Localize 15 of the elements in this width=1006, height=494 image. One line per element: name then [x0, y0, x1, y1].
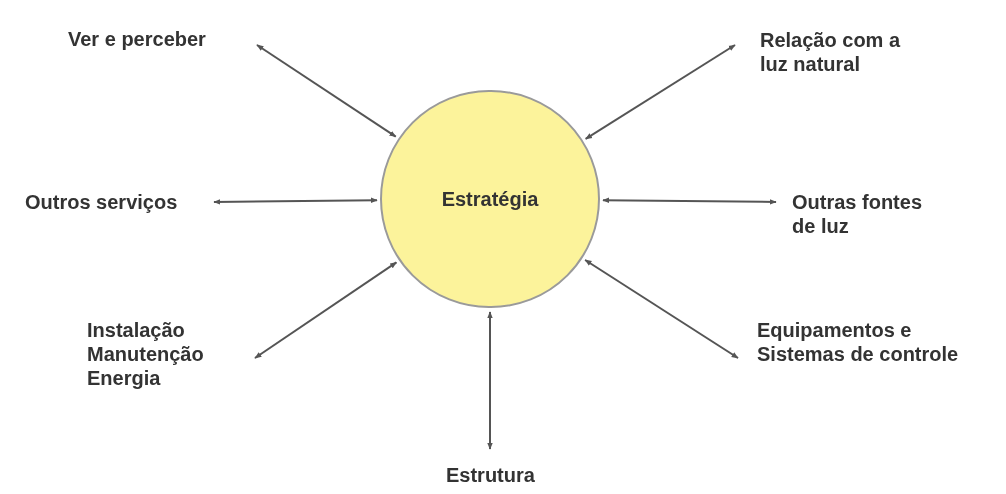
topic-label: Ver e perceber [68, 27, 207, 51]
topic-label: Outras fontes de luz [792, 190, 924, 238]
topic-label: Relação com a luz natural [760, 28, 902, 76]
double-arrow [584, 44, 736, 140]
double-arrow [256, 44, 397, 138]
double-arrow [602, 197, 777, 205]
topic-label: Estrutura [446, 463, 536, 487]
circle-label: Estratégia [441, 187, 539, 211]
topic-label: Outros serviços [25, 190, 179, 214]
double-arrow [254, 261, 398, 359]
double-arrow [487, 311, 493, 450]
topic-label: Equipamentos e Sistemas de controle [757, 318, 960, 366]
topic-label: Instalação Manutenção Energia [87, 318, 205, 390]
double-arrow [213, 197, 378, 205]
double-arrow [584, 259, 739, 359]
